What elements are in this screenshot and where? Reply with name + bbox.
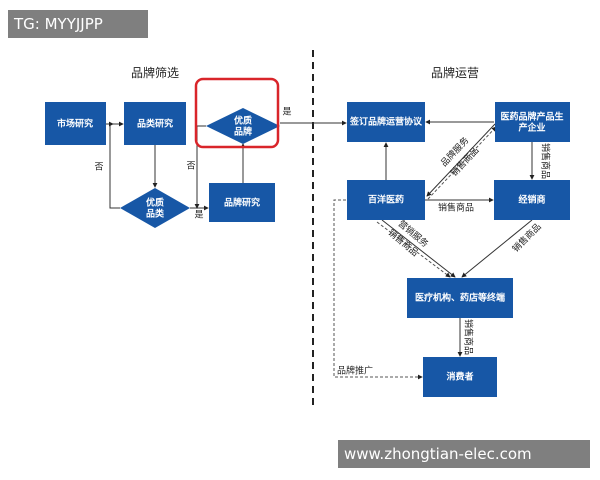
node-manufacturer-l2: 产企业 — [518, 122, 545, 134]
node-sign-agreement — [347, 102, 425, 142]
label-no-2: 否 — [186, 161, 195, 172]
decision-quality-category — [120, 188, 190, 228]
node-market-research — [45, 102, 106, 145]
label-yes-2: 是 — [194, 210, 203, 221]
node-baiyang-label: 百洋医药 — [368, 194, 404, 206]
node-terminal — [407, 278, 513, 318]
node-terminal-label: 医疗机构、药店等终端 — [415, 292, 505, 304]
node-consumer — [423, 357, 497, 397]
node-manufacturer-l1: 医药品牌产品生 — [500, 111, 563, 123]
label-sell-2: 销售商品 — [540, 143, 552, 179]
label-sell-3: 销售商品 — [438, 202, 474, 214]
decision-quality-brand-l2: 品牌 — [234, 126, 252, 138]
highlight-frame — [194, 77, 280, 149]
decision-quality-brand-l1: 优质 — [234, 115, 252, 127]
node-dealer-label: 经销商 — [518, 194, 545, 206]
decision-quality-category-l2: 品类 — [146, 208, 165, 220]
decision-quality-brand — [206, 108, 280, 144]
node-brand-research — [209, 183, 275, 222]
label-sell-5: 销售商品 — [463, 319, 475, 355]
decision-quality-category-l1: 优质 — [146, 197, 164, 209]
node-dealer — [494, 180, 570, 220]
node-baiyang — [347, 180, 425, 220]
node-manufacturer — [495, 102, 570, 142]
section-title-operation: 品牌运营 — [431, 66, 479, 80]
node-brand-research-label: 品牌研究 — [224, 197, 260, 209]
node-market-research-label: 市场研究 — [57, 118, 93, 130]
watermark-top: TG: MYYJJPP — [8, 10, 148, 38]
section-title-screening: 品牌筛选 — [131, 65, 179, 80]
label-yes-1: 是 — [282, 107, 291, 118]
label-sell-4: 销售商品 — [510, 221, 544, 255]
watermark-bottom: www.zhongtian-elec.com — [338, 440, 590, 468]
node-consumer-label: 消费者 — [446, 371, 473, 383]
node-category-research-label: 品类研究 — [137, 118, 173, 130]
label-brand-promo: 品牌推广 — [337, 365, 373, 377]
node-sign-agreement-label: 签订品牌运营协议 — [349, 116, 423, 128]
node-category-research — [124, 102, 186, 145]
label-no-1: 否 — [94, 162, 103, 173]
